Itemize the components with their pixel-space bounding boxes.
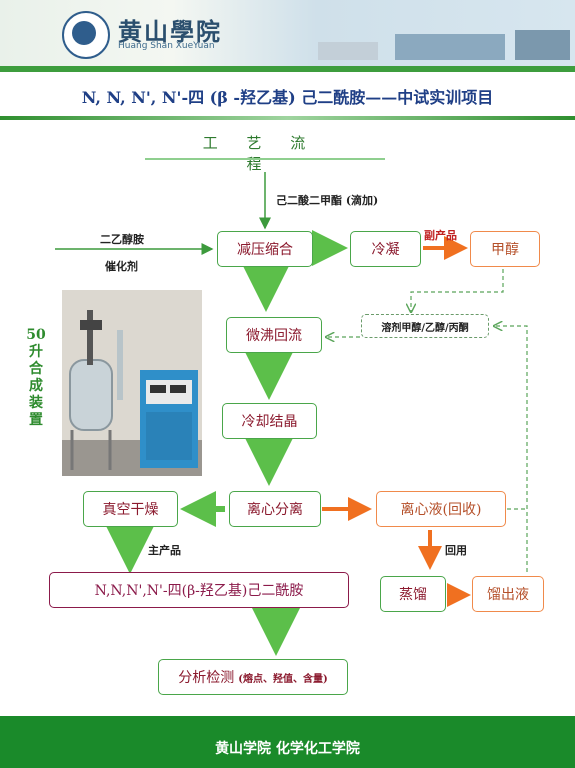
catalyst-label: 催化剂 — [105, 260, 138, 273]
methanol-to-solvent-dashed — [411, 269, 504, 312]
step-product: N,N,N',N'-四(β-羟乙基)己二酰胺 — [49, 572, 349, 608]
school-name-en: Huang Shan XueYuan — [118, 41, 215, 51]
page-title: N, N, N', N'-四 (β -羟乙基) 己二酰胺——中试实训项目 — [81, 88, 494, 107]
step-dry: 真空干燥 — [83, 491, 178, 527]
step-cool: 冷凝 — [350, 231, 421, 267]
reuse-label: 回用 — [445, 544, 467, 557]
step-crystallize: 冷却结晶 — [222, 403, 317, 439]
school-name-cn: 黄山學院 — [118, 17, 222, 46]
main-product-label: 主产品 — [148, 544, 181, 557]
amine-label: 二乙醇胺 — [100, 233, 144, 246]
header-band — [0, 66, 575, 72]
step-reflux: 微沸回流 — [226, 317, 322, 353]
step-distillate: 馏出液 — [472, 576, 544, 612]
step-distill: 蒸馏 — [380, 576, 446, 612]
footer-text: 黄山学院 化学化工学院 — [215, 741, 360, 757]
step-methanol: 甲醇 — [470, 231, 540, 267]
step-analysis: 分析检测 (熔点、羟值、含量) — [158, 659, 348, 695]
distillate-recycle-dashed — [494, 326, 528, 572]
campus-building — [515, 30, 570, 60]
heading-underline — [145, 158, 385, 160]
apparatus-label: 50升合成装置 — [26, 327, 46, 428]
analysis-label: 分析检测 — [178, 670, 235, 686]
title-divider — [0, 116, 575, 120]
reactor-photo — [62, 290, 202, 476]
step-solvent: 溶剂甲醇/乙醇/丙酮 — [361, 314, 489, 338]
header-banner: 黄山學院 Huang Shan XueYuan — [0, 0, 575, 66]
footer-bar — [0, 716, 575, 768]
step-centrifuge: 离心分离 — [229, 491, 321, 527]
campus-building — [318, 42, 378, 60]
campus-building — [395, 34, 505, 60]
analysis-items: (熔点、羟值、含量) — [238, 673, 328, 685]
step-mother-liquor: 离心液(回收) — [376, 491, 506, 527]
university-logo — [62, 11, 110, 59]
byproduct-label: 副产品 — [424, 229, 457, 242]
step-condense: 减压缩合 — [217, 231, 313, 267]
diester-label: 己二酸二甲酯 (滴加) — [276, 194, 379, 207]
